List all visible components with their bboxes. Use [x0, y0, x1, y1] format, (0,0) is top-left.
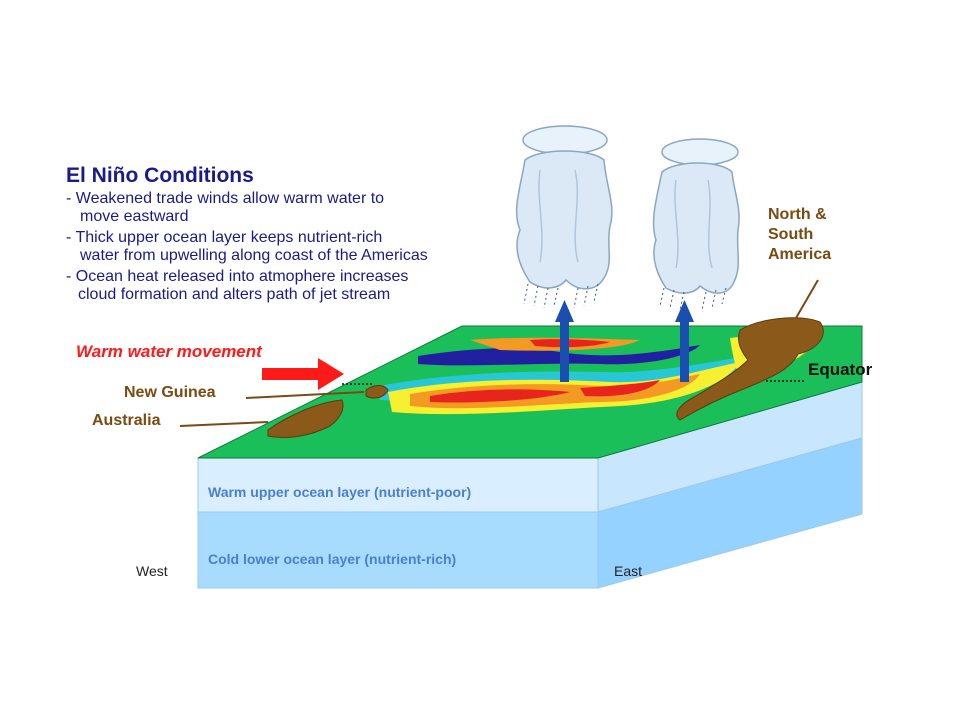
warm-water-arrow [262, 358, 344, 390]
australia-label: Australia [92, 412, 161, 429]
bullet-line-5: - Ocean heat released into atmophere inc… [66, 268, 409, 285]
sst-cold-band [418, 345, 700, 366]
americas-leader [795, 279, 819, 319]
updraft-arrow-west [555, 300, 574, 382]
americas-label-line-2: South [768, 226, 814, 243]
new-guinea-label: New Guinea [124, 384, 216, 401]
sst-red-core-east [580, 380, 660, 397]
bullet-line-3: - Thick upper ocean layer keeps nutrient… [66, 229, 383, 246]
americas-label-line-3: America [768, 246, 832, 263]
cold-layer-label: Cold lower ocean layer (nutrient-rich) [208, 551, 457, 567]
americas-label-line-1: North & [768, 206, 827, 223]
americas-landmass [676, 317, 824, 421]
new-guinea-leader [245, 391, 365, 399]
west-label: West [136, 563, 168, 579]
australia-leader [179, 421, 269, 427]
east-label: East [614, 563, 643, 579]
sst-upper-red [530, 339, 610, 348]
equator-label: Equator [808, 360, 873, 379]
cold-lower-layer [197, 511, 599, 589]
bullet-line-1: - Weakened trade winds allow warm water … [66, 190, 385, 207]
storm-cloud-west [515, 125, 613, 309]
ocean-side-face-lower [597, 437, 863, 589]
bullet-line-2: move eastward [80, 208, 189, 225]
australia-landmass [267, 399, 344, 439]
diagram-title: El Niño Conditions [66, 164, 254, 187]
sst-red-core [430, 389, 570, 403]
bullet-line-6: cloud formation and alters path of jet s… [78, 286, 391, 303]
warm-layer-label: Warm upper ocean layer (nutrient-poor) [208, 484, 472, 500]
updraft-arrow-east [675, 300, 694, 382]
warm-water-movement-label: Warm water movement [76, 342, 262, 361]
storm-cloud-east [652, 138, 740, 311]
new-guinea-landmass [365, 385, 389, 399]
bullet-line-4: water from upwelling along coast of the … [80, 247, 428, 264]
